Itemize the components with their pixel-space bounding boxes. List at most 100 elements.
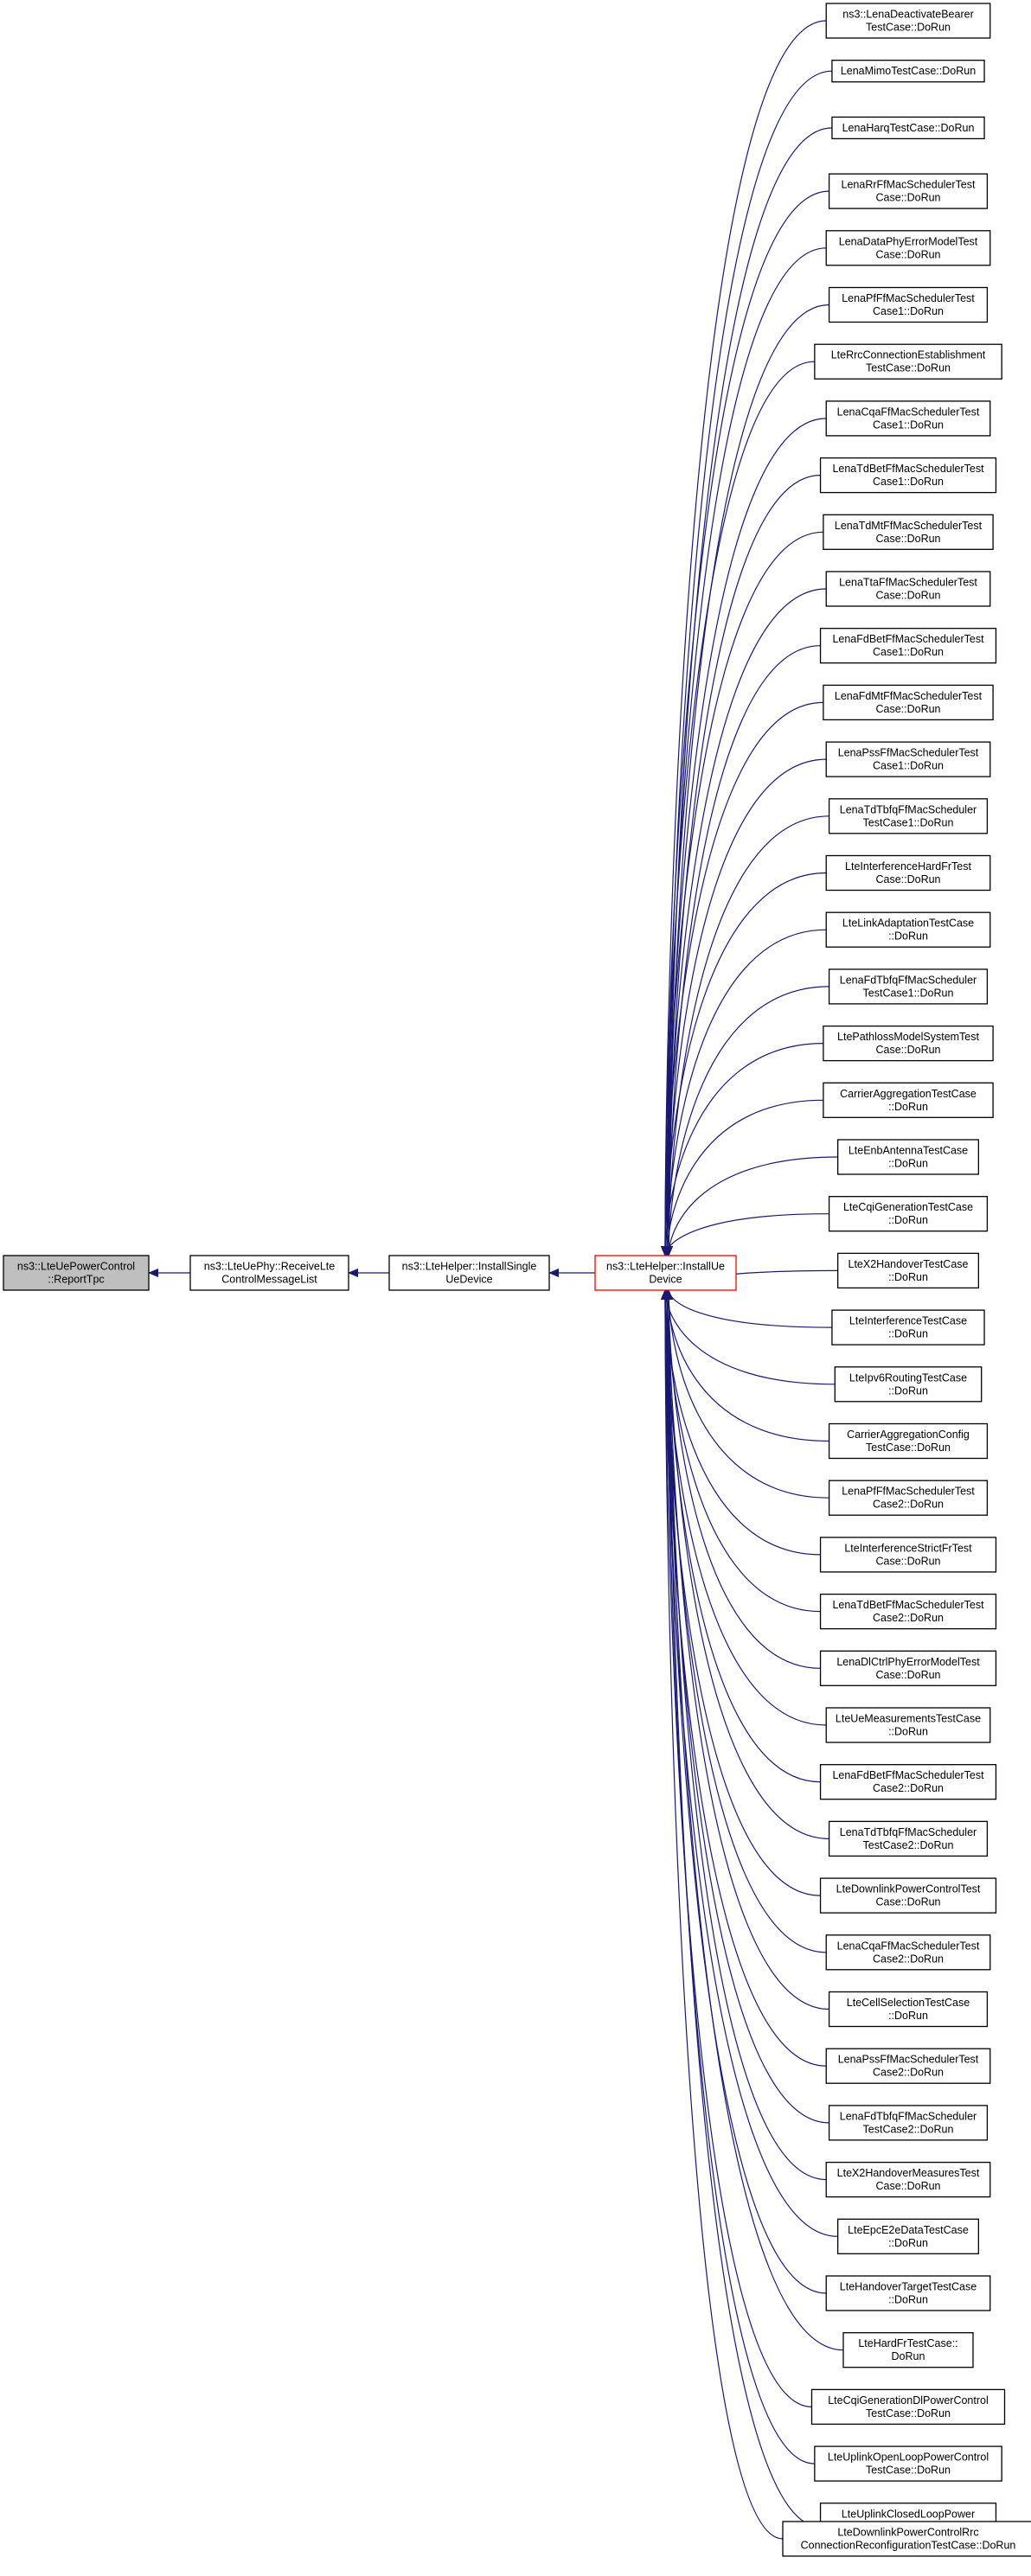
caller-node-label: LteCqiGenerationTestCase bbox=[843, 1201, 973, 1213]
caller-node-label: LteHardFrTestCase:: bbox=[858, 2337, 957, 2349]
caller-node[interactable]: LteX2HandoverTestCase::DoRun bbox=[837, 1252, 980, 1289]
node-report-tpc[interactable]: ns3::LteUePowerControl::ReportTpc bbox=[3, 1255, 150, 1291]
caller-node[interactable]: LteEpcE2eDataTestCase::DoRun bbox=[837, 2218, 980, 2254]
caller-node[interactable]: LteIpv6RoutingTestCase::DoRun bbox=[834, 1366, 983, 1403]
caller-node[interactable]: LteCellSelectionTestCase::DoRun bbox=[828, 1991, 989, 2028]
edge-caller-to-install-ue-device bbox=[664, 1289, 829, 1499]
caller-node-label: LteIpv6RoutingTestCase bbox=[849, 1371, 967, 1384]
caller-node-label: Case::DoRun bbox=[875, 1669, 940, 1681]
caller-node[interactable]: LteInterferenceTestCase::DoRun bbox=[831, 1309, 985, 1346]
caller-node-box bbox=[819, 1877, 997, 1914]
caller-node[interactable]: LteHandoverTargetTestCase::DoRun bbox=[825, 2275, 991, 2311]
caller-node-label: LenaCqaFfMacSchedulerTest bbox=[837, 406, 980, 418]
caller-node[interactable]: LenaHarqTestCase::DoRun bbox=[831, 116, 985, 140]
caller-node-label: CarrierAggregationConfig bbox=[847, 1429, 970, 1441]
caller-node-box bbox=[828, 286, 989, 323]
node-receive-lte-control[interactable]: ns3::LteUePhy::ReceiveLteControlMessageL… bbox=[189, 1255, 349, 1291]
caller-node-label: Case1::DoRun bbox=[873, 760, 944, 772]
caller-node[interactable]: LteHardFrTestCase::DoRun bbox=[842, 2332, 974, 2368]
edge-caller-to-install-ue-device bbox=[663, 70, 832, 1256]
caller-node-label: LenaTdMtFfMacSchedulerTest bbox=[835, 520, 983, 532]
caller-node[interactable]: LteUeMeasurementsTestCase::DoRun bbox=[825, 1707, 991, 1743]
caller-node-box bbox=[828, 1991, 989, 2028]
caller-node[interactable]: CarrierAggregationTestCase::DoRun bbox=[823, 1082, 994, 1118]
caller-node[interactable]: LteUplinkOpenLoopPowerControlTestCase::D… bbox=[814, 2445, 1002, 2482]
caller-node-label: Case::DoRun bbox=[875, 2180, 940, 2192]
node-install-ue-device-label: Device bbox=[649, 1274, 682, 1286]
caller-node-box bbox=[828, 1422, 989, 1460]
caller-node-box bbox=[814, 2445, 1002, 2482]
caller-node-box bbox=[842, 2332, 974, 2368]
caller-node-label: ::DoRun bbox=[888, 2237, 928, 2249]
edge-caller-to-install-ue-device bbox=[661, 1289, 827, 1726]
caller-node[interactable]: LteCqiGenerationTestCase::DoRun bbox=[828, 1196, 989, 1232]
caller-node-label: LenaTdBetFfMacSchedulerTest bbox=[832, 1599, 984, 1611]
caller-node-label: Case::DoRun bbox=[875, 248, 940, 260]
caller-node-label: LenaPssFfMacSchedulerTest bbox=[838, 747, 979, 759]
caller-node[interactable]: LteLinkAdaptationTestCase::DoRun bbox=[825, 911, 991, 948]
caller-node-label: Case2::DoRun bbox=[873, 1499, 944, 1511]
edge-caller-to-install-ue-device bbox=[661, 872, 827, 1256]
caller-node-label: ::DoRun bbox=[888, 1271, 928, 1283]
caller-node[interactable]: LenaMimoTestCase::DoRun bbox=[831, 60, 985, 83]
edge-caller-to-install-ue-device bbox=[664, 1289, 829, 2010]
edge-caller-to-install-ue-device bbox=[661, 1289, 821, 1556]
caller-node[interactable]: LteEnbAntennaTestCase::DoRun bbox=[837, 1139, 980, 1175]
caller-node-label: LteCqiGenerationDlPowerControl bbox=[828, 2394, 989, 2407]
caller-node[interactable]: LteRrcConnectionEstablishmentTestCase::D… bbox=[814, 343, 1002, 380]
caller-node-box bbox=[825, 1707, 991, 1743]
edge-caller-to-install-ue-device bbox=[663, 1289, 827, 1953]
caller-node-label: ::DoRun bbox=[888, 1328, 928, 1340]
edge-caller-to-install-ue-device bbox=[661, 531, 823, 1256]
caller-node-label: LenaFdTbfqFfMacScheduler bbox=[840, 974, 977, 986]
edge-caller-to-install-ue-device bbox=[663, 1099, 823, 1256]
caller-node-box bbox=[825, 911, 991, 948]
caller-node-label: LenaMimoTestCase::DoRun bbox=[841, 65, 976, 77]
graph-nodes: ns3::LteUePowerControl::ReportTpc ns3::Lt… bbox=[3, 3, 1031, 2557]
caller-node-box bbox=[823, 514, 994, 550]
node-install-single-ue-label: ns3::LteHelper::InstallSingle bbox=[402, 1261, 537, 1273]
caller-node-box bbox=[825, 230, 991, 266]
caller-node-box bbox=[828, 173, 989, 209]
edge-caller-to-install-ue-device bbox=[661, 701, 823, 1256]
node-install-single-ue-label: UeDevice bbox=[445, 1274, 492, 1286]
caller-node[interactable]: LteCqiGenerationDlPowerControlTestCase::… bbox=[810, 2388, 1006, 2426]
edge-caller-to-install-ue-device bbox=[664, 1289, 821, 2528]
caller-node[interactable]: LteDownlinkPowerControlRrcConnectionReco… bbox=[782, 2521, 1031, 2557]
caller-node-box bbox=[825, 3, 991, 39]
node-report-tpc-box bbox=[3, 1255, 150, 1291]
edge-caller-to-install-ue-device bbox=[663, 1289, 815, 2464]
node-report-tpc-label: ::ReportTpc bbox=[48, 1274, 104, 1286]
node-install-single-ue-box bbox=[388, 1255, 550, 1291]
caller-node-box bbox=[819, 1537, 997, 1573]
